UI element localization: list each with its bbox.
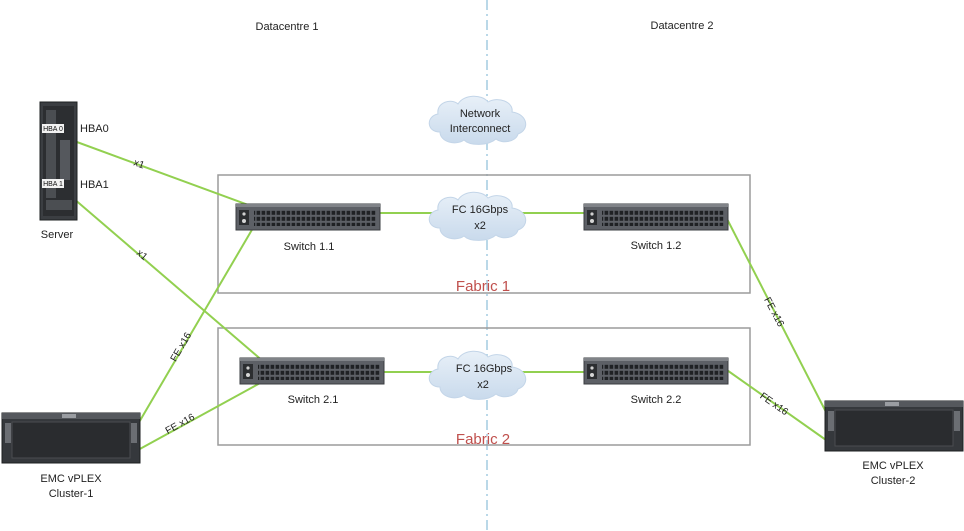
- fc-link-speed: FC 16Gbps: [452, 204, 509, 216]
- switch-1-1: [235, 203, 381, 231]
- cluster2-fe-label-lower: FE x16: [758, 391, 791, 418]
- link-cluster1-switch-2-1: [137, 381, 263, 451]
- switch-1-2-label: Switch 1.2: [631, 240, 682, 252]
- fc-link-speed: FC 16Gbps: [456, 363, 513, 375]
- fc-link-multiplier: x2: [474, 220, 486, 232]
- cluster2-fe-label-upper: FE x16: [761, 296, 786, 330]
- hba0-link-label: x1: [132, 157, 146, 171]
- fc-link-multiplier: x2: [477, 379, 489, 391]
- link-switch-1-2-cluster2: [723, 212, 827, 413]
- cluster-2-name: EMC vPLEX: [862, 460, 924, 472]
- switch-2-2-label: Switch 2.2: [631, 394, 682, 406]
- vplex-cluster-2-icon: [824, 400, 964, 452]
- hba1-label: HBA1: [80, 179, 109, 191]
- cloud-icon: [428, 191, 527, 241]
- cluster1-fe-label-lower: FE x16: [164, 412, 197, 437]
- cluster1-fe-label-upper: FE x16: [169, 330, 195, 363]
- server-hba0-tag: HBA 0: [43, 126, 63, 133]
- switch-2-2: [583, 357, 729, 385]
- fabric-1-box: [217, 174, 751, 294]
- cloud-icon: [428, 95, 527, 145]
- hba0-label: HBA0: [80, 123, 109, 135]
- cloud-icon: [428, 350, 527, 400]
- cluster-2-id: Cluster-2: [871, 475, 916, 487]
- server-icon: HBA 0 HBA 1: [39, 101, 78, 221]
- cloud-fc-link-fabric-2: FC 16Gbps x2: [428, 350, 527, 400]
- switch-1-1-label: Switch 1.1: [284, 241, 335, 253]
- cloud-network-interconnect: Network Interconnect: [428, 95, 527, 145]
- link-lines: [65, 137, 827, 451]
- fabric-1-label: Fabric 1: [456, 278, 510, 295]
- switch-2-1-label: Switch 2.1: [288, 394, 339, 406]
- fabric-2-label: Fabric 2: [456, 431, 510, 448]
- cluster-1-name: EMC vPLEX: [40, 473, 102, 485]
- cluster-1-id: Cluster-1: [49, 488, 94, 500]
- link-switch-2-2-cluster2: [723, 367, 827, 441]
- link-hba0-switch-1-1: [65, 137, 263, 211]
- cloud-network-line1: Network: [460, 108, 501, 120]
- link-cluster1-switch-1-1: [137, 227, 254, 425]
- link-hba1-switch-2-1: [65, 191, 272, 369]
- cloud-network-line2: Interconnect: [450, 123, 511, 135]
- server-hba1-tag: HBA 1: [43, 181, 63, 188]
- switch-1-2: [583, 203, 729, 231]
- server-label: Server: [41, 229, 74, 241]
- switch-2-1: [239, 357, 385, 385]
- datacentre-1-label: Datacentre 1: [256, 21, 319, 33]
- cloud-fc-link-fabric-1: FC 16Gbps x2: [428, 191, 527, 241]
- datacentre-2-label: Datacentre 2: [651, 20, 714, 32]
- vplex-cluster-1-icon: [1, 412, 141, 464]
